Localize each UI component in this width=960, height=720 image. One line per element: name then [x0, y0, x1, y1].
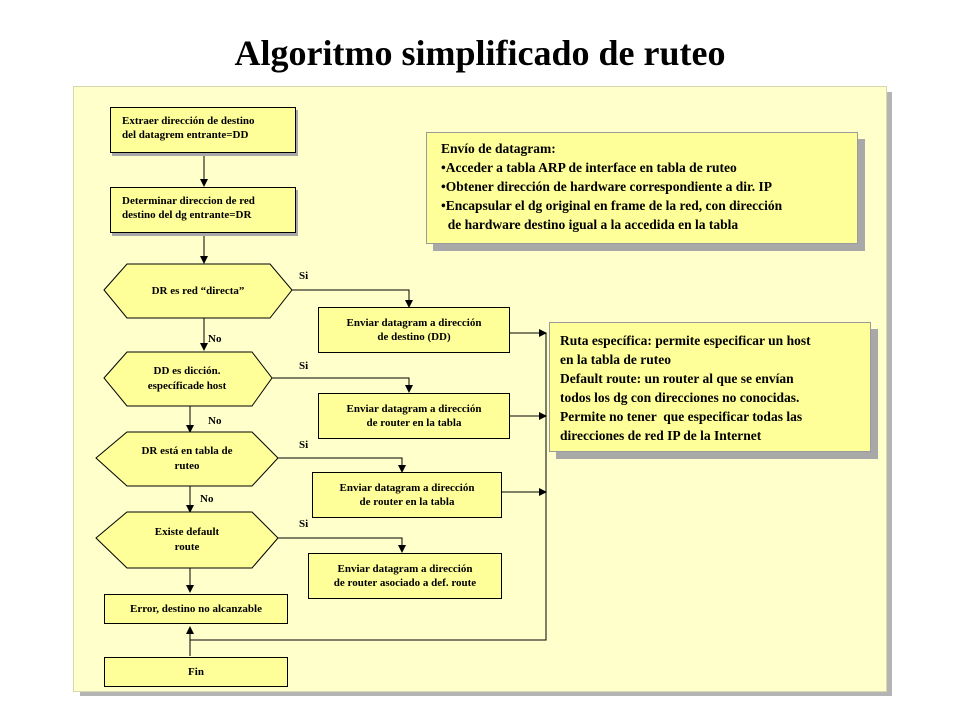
- decision-tabla-ruteo: DR está en tabla de ruteo: [104, 432, 270, 486]
- decision-d4-shape: [95, 511, 279, 569]
- note-send-line-3: •Obtener dirección de hardware correspon…: [441, 179, 772, 194]
- error-text: Error, destino no alcanzable: [129, 603, 262, 615]
- note-send-datagram: Envío de datagram: •Acceder a tabla ARP …: [426, 132, 858, 244]
- fin-text: Fin: [188, 666, 204, 678]
- decision-d4-line-1: Existe default: [154, 526, 220, 538]
- decision-d3-line-2: ruteo: [174, 460, 200, 472]
- note-route-line-1: Ruta específica: permite especificar un …: [560, 333, 811, 348]
- connector-collector: [190, 333, 547, 641]
- connector-d2-yes: [266, 377, 413, 393]
- determine-line-2: destino del dg entrante=DR: [122, 209, 252, 221]
- note-route-line-6: direcciones de red IP de la Internet: [560, 428, 762, 443]
- note-route-line-2: en la tabla de ruteo: [560, 352, 671, 367]
- label-no-d3: No: [200, 493, 214, 505]
- decision-d2-shape: [103, 351, 273, 407]
- extract-dd-box: Extraer dirección de destino del datagre…: [110, 107, 296, 153]
- action-a2-line-1: Enviar datagram a dirección: [346, 403, 482, 415]
- decision-host-especifica: DD es dicción. específicade host: [112, 352, 262, 406]
- action-a4-line-1: Enviar datagram a dirección: [337, 563, 473, 575]
- note-send-line-2: •Acceder a tabla ARP de interface en tab…: [441, 160, 737, 175]
- extract-line-1: Extraer dirección de destino: [122, 115, 255, 127]
- action-a2-line-2: de router en la tabla: [366, 417, 462, 429]
- decision-default-route: Existe default route: [104, 512, 270, 568]
- extract-line-2: del datagrem entrante=DD: [122, 129, 249, 141]
- decision-d2-line-2: específicade host: [147, 380, 227, 392]
- connector-d1-yes: [292, 289, 413, 308]
- action-send-router-1: Enviar datagram a dirección de router en…: [318, 393, 510, 439]
- label-yes-d1: Si: [299, 270, 309, 282]
- note-specific-route: Ruta específica: permite especificar un …: [549, 322, 871, 452]
- fin-box: Fin: [104, 657, 288, 687]
- label-yes-d3: Si: [299, 439, 309, 451]
- action-a3-line-2: de router en la tabla: [359, 496, 455, 508]
- error-box: Error, destino no alcanzable: [104, 594, 288, 624]
- label-no-d2: No: [208, 415, 222, 427]
- label-yes-d2: Si: [299, 360, 309, 372]
- decision-d1-shape: [103, 263, 293, 319]
- decision-d1-line-1: DR es red “directa”: [151, 284, 245, 297]
- action-a1-line-1: Enviar datagram a dirección: [346, 317, 482, 329]
- label-yes-d4: Si: [299, 518, 309, 530]
- action-send-dd: Enviar datagram a dirección de destino (…: [318, 307, 510, 353]
- note-send-line-4: •Encapsular el dg original en frame de l…: [441, 198, 783, 213]
- page-title: Algoritmo simplificado de ruteo: [234, 33, 726, 73]
- note-route-line-3: Default route: un router al que se envía…: [560, 371, 794, 386]
- connector-d4-yes: [266, 537, 406, 553]
- action-send-default-router: Enviar datagram a dirección de router as…: [308, 553, 502, 599]
- label-no-d1: No: [208, 333, 222, 345]
- note-route-line-5: Permite no tener que especificar todas l…: [560, 409, 803, 424]
- action-send-router-2: Enviar datagram a dirección de router en…: [312, 472, 502, 518]
- decision-d3-line-1: DR está en tabla de: [141, 445, 233, 457]
- action-a4-line-2: de router asociado a def. route: [333, 577, 477, 589]
- determine-dr-box: Determinar direccion de red destino del …: [110, 187, 296, 233]
- action-a1-line-2: de destino (DD): [377, 331, 451, 343]
- determine-line-1: Determinar direccion de red: [122, 195, 255, 207]
- action-a3-line-1: Enviar datagram a dirección: [339, 482, 475, 494]
- note-send-line-1: Envío de datagram:: [441, 141, 556, 156]
- note-route-line-4: todos los dg con direcciones no conocida…: [560, 390, 800, 405]
- connector-d3-yes: [266, 457, 406, 473]
- decision-d2-line-1: DD es dicción.: [153, 365, 221, 377]
- decision-d4-line-2: route: [174, 541, 200, 553]
- decision-directa: DR es red “directa”: [112, 264, 284, 318]
- decision-d3-shape: [95, 431, 279, 487]
- note-send-line-5: de hardware destino igual a la accedida …: [441, 217, 739, 232]
